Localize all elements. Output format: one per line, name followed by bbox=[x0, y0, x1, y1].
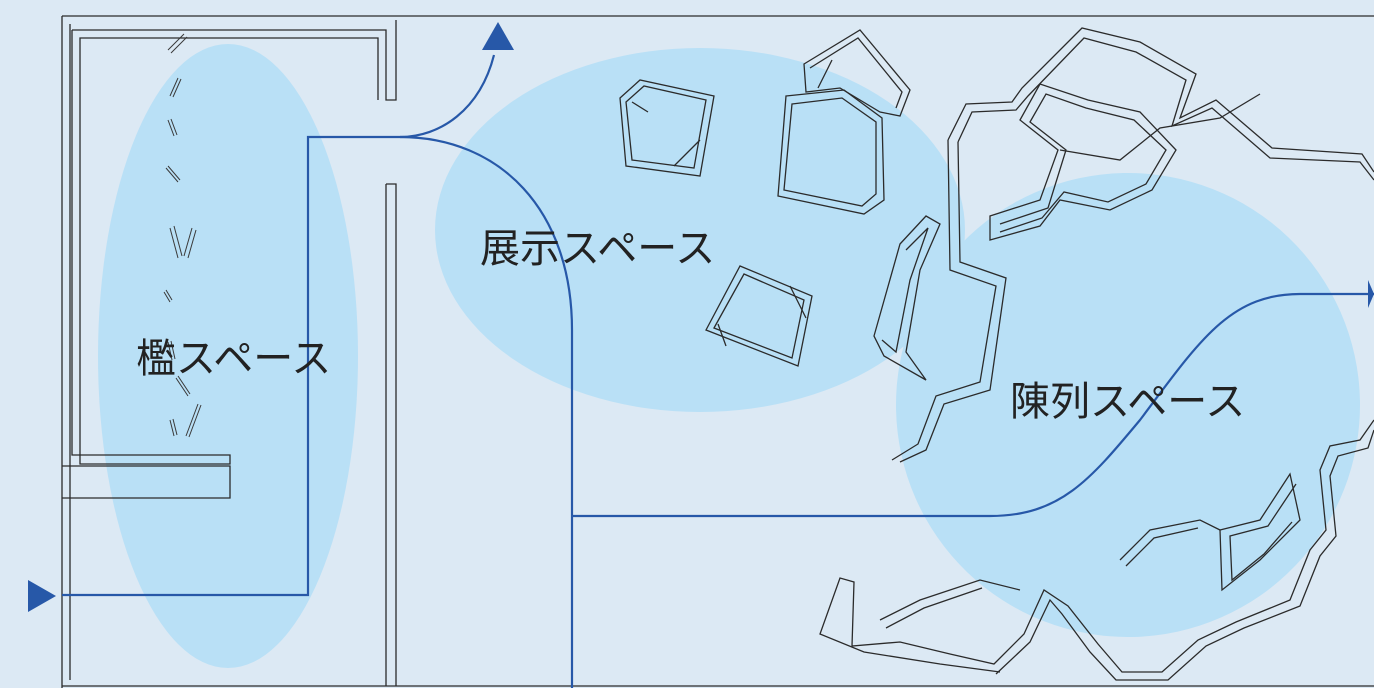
cage-room-walls bbox=[62, 20, 397, 686]
building-outline bbox=[61, 15, 1374, 688]
cage-bars bbox=[163, 33, 202, 438]
exhibit-zone-label: 陳列スペース bbox=[1010, 379, 1245, 425]
exhibit-rock-walls bbox=[819, 27, 1374, 681]
exit-arrow-right-icon bbox=[1368, 280, 1374, 308]
exit-arrow-up-icon bbox=[482, 22, 514, 50]
display-rocks bbox=[619, 29, 911, 367]
entrance-arrow-icon bbox=[28, 580, 56, 612]
display-zone-area bbox=[435, 48, 965, 412]
cage-zone-area bbox=[98, 44, 358, 668]
cage-zone-label: 檻スペース bbox=[136, 336, 331, 382]
display-zone-label: 展示スペース bbox=[480, 226, 715, 272]
visitor-route bbox=[62, 54, 1374, 688]
exhibit-zone-area bbox=[896, 173, 1360, 637]
